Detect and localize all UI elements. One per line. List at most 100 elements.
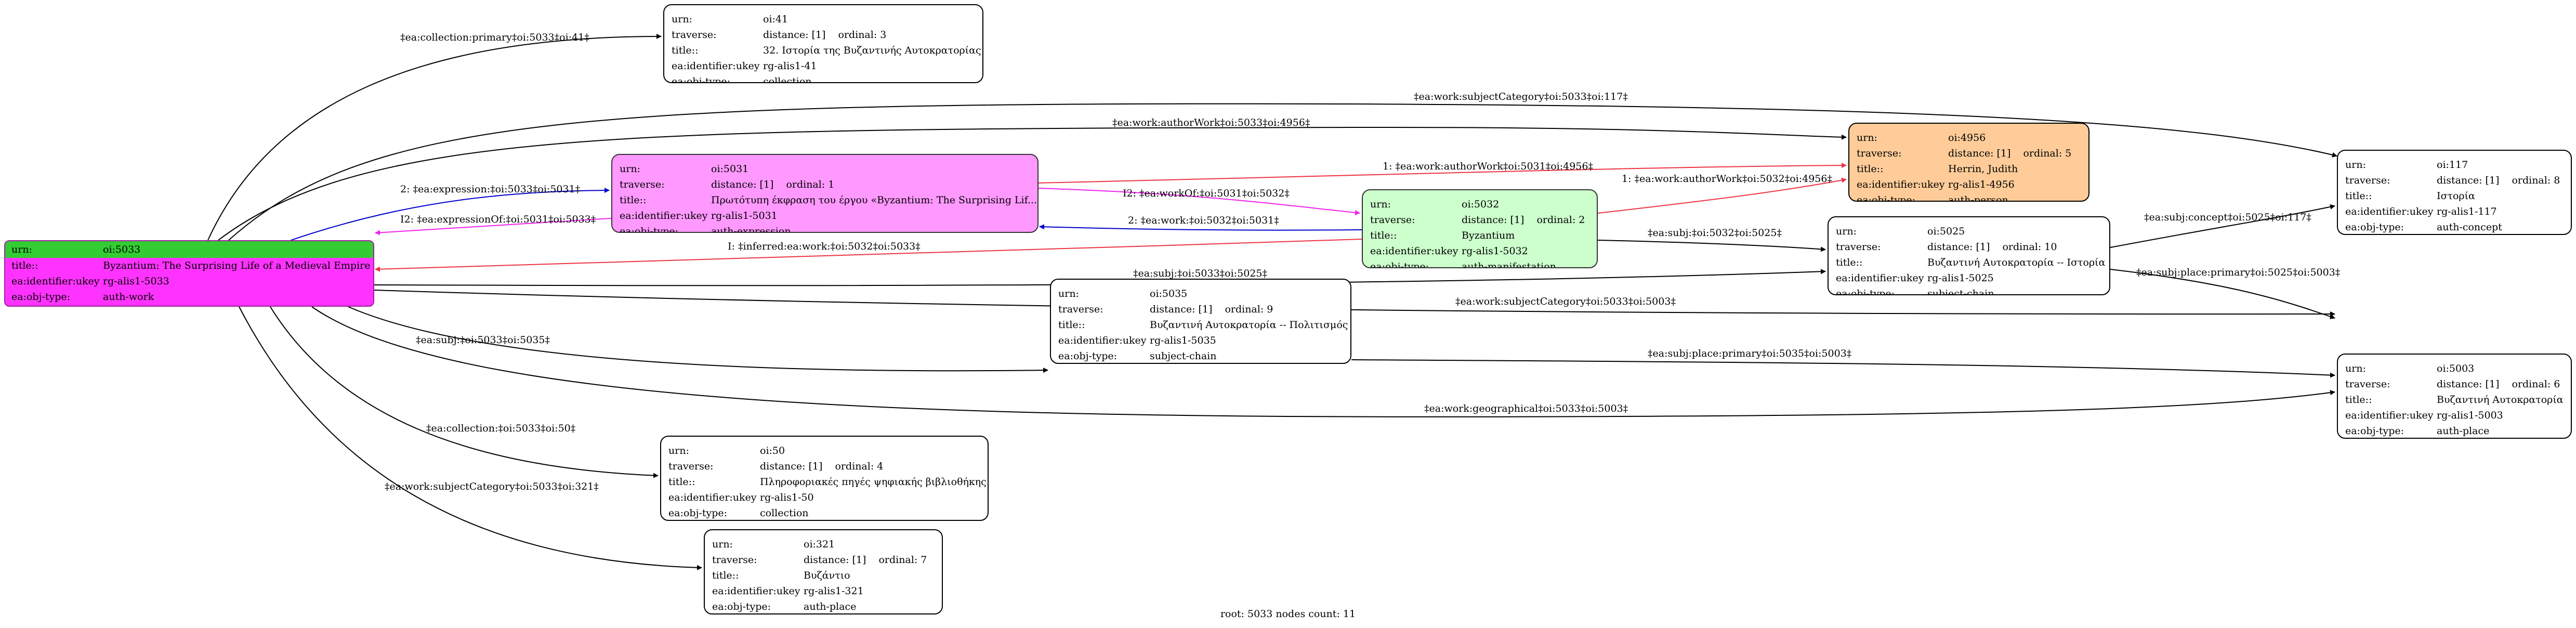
field-key-type: ea:obj-type: bbox=[1857, 194, 1916, 202]
node-row-title: title::Πρωτότυπη έκφραση του έργου «Byza… bbox=[620, 192, 1037, 208]
field-value-traverse: distance: [1]ordinal: 7 bbox=[804, 552, 927, 568]
field-key-type: ea:obj-type: bbox=[712, 601, 771, 612]
node-ukey: rg-alis1-321 bbox=[804, 585, 864, 597]
edge-label-e13: ‡ea:subj:concept‡oi:5025‡oi:117‡ bbox=[2144, 212, 2311, 223]
node-row-type: ea:obj-type: collection bbox=[672, 74, 975, 83]
node-ordinal: ordinal: 3 bbox=[838, 29, 887, 41]
field-value-ukey: rg-alis1-5031 bbox=[711, 208, 778, 224]
field-key-title: title:: bbox=[1857, 163, 1884, 175]
node-traverse: distance: [1] bbox=[2437, 175, 2500, 186]
node-traverse: distance: [1] bbox=[2437, 378, 2500, 390]
node-traverse: distance: [1] bbox=[760, 461, 823, 472]
field-value-ukey: rg-alis1-4956 bbox=[1948, 177, 2015, 192]
field-key-title: title:: bbox=[1370, 230, 1397, 241]
node-title: Byzantium bbox=[1462, 230, 1515, 241]
node-urn: oi:117 bbox=[2437, 159, 2468, 171]
field-value-ukey: rg-alis1-50 bbox=[760, 490, 814, 505]
node-urn: oi:5003 bbox=[2437, 363, 2475, 374]
field-value-type: collection bbox=[763, 74, 812, 82]
node-ukey: rg-alis1-5033 bbox=[103, 276, 169, 287]
edge-label-e10: I: ‡inferred:ea:work:‡oi:5032‡oi:5033‡ bbox=[728, 241, 921, 252]
field-key-ukey: ea:identifier:ukey bbox=[1857, 179, 1945, 190]
node-type: auth-place bbox=[804, 601, 857, 612]
node-type: subject-chain bbox=[1927, 288, 1994, 295]
field-key-urn: urn: bbox=[2345, 159, 2366, 171]
node-urn: oi:5035 bbox=[1150, 288, 1188, 299]
field-value-title: Byzantium: The Surprising Life of a Medi… bbox=[103, 258, 371, 273]
node-ukey: rg-alis1-5035 bbox=[1150, 335, 1216, 346]
field-key-urn: urn: bbox=[1058, 288, 1079, 299]
node-urn: oi:50 bbox=[760, 445, 785, 456]
node-row-title: title::Βυζαντινή Αυτοκρατορία -- Ιστορία bbox=[1836, 255, 2105, 270]
field-key-traverse: traverse: bbox=[1857, 148, 1902, 159]
field-key-traverse: traverse: bbox=[2345, 378, 2390, 390]
node-title: Βυζαντινή Αυτοκρατορία bbox=[2437, 394, 2564, 405]
node-traverse: distance: [1] bbox=[1150, 304, 1213, 315]
field-key-type: ea:obj-type: bbox=[11, 291, 71, 303]
node-title: 32. Ιστορία της Βυζαντινής Αυτοκρατορίας bbox=[763, 45, 981, 56]
node-urn: oi:5032 bbox=[1462, 199, 1500, 210]
edge-label-e1: ‡ea:collection:primary‡oi:5033‡oi:41‡ bbox=[400, 32, 589, 43]
edge-label-e15: ‡ea:work:subjectCategory‡oi:5033‡oi:5003… bbox=[1455, 296, 1676, 307]
node-row-type: ea:obj-type:subject-chain bbox=[1836, 286, 2102, 295]
edge-e16 bbox=[348, 306, 1048, 373]
node-urn: oi:5031 bbox=[711, 163, 749, 175]
field-value-type: auth-concept bbox=[2437, 219, 2502, 234]
node-row-traverse: traverse:distance: [1]ordinal: 6 bbox=[2345, 376, 2564, 392]
field-key-title: title:: bbox=[672, 45, 699, 56]
field-value-traverse: distance: [1]ordinal: 10 bbox=[1927, 239, 2057, 255]
field-key-urn: urn: bbox=[668, 445, 689, 456]
node-ordinal: ordinal: 1 bbox=[786, 179, 835, 190]
field-key-title: title:: bbox=[1836, 257, 1863, 268]
field-key-urn: urn: bbox=[620, 163, 640, 175]
field-key-ukey: ea:identifier:ukey bbox=[1370, 245, 1458, 257]
field-key-title: title:: bbox=[2345, 394, 2372, 405]
node-row-title: title::Βυζαντινή Αυτοκρατορία bbox=[2345, 392, 2564, 408]
field-value-ukey: rg-alis1-41 bbox=[763, 58, 817, 74]
field-value-traverse: distance: [1]ordinal: 4 bbox=[760, 459, 883, 474]
node-row-type: ea:obj-type:subject-chain bbox=[1058, 348, 1343, 363]
field-value-urn: oi:117 bbox=[2437, 157, 2468, 173]
node-row-type: ea:obj-type:collection bbox=[668, 505, 980, 520]
field-value-title: Byzantium bbox=[1462, 228, 1515, 243]
field-value-type: auth-work bbox=[103, 289, 154, 305]
node-urn: oi:5033 bbox=[103, 244, 141, 255]
field-key-urn: urn: bbox=[1836, 226, 1857, 237]
field-value-urn: oi:50 bbox=[760, 443, 785, 459]
node-row-title: title::Byzantium bbox=[1370, 228, 1589, 243]
field-value-type: auth-expression bbox=[711, 224, 791, 232]
field-value-title: Πρωτότυπη έκφραση του έργου «Byzantium: … bbox=[711, 192, 1037, 208]
node-row-type: ea:obj-type:auth-concept bbox=[2345, 219, 2564, 234]
edge-e10 bbox=[375, 239, 1362, 272]
edge-label-e2: ‡ea:work:subjectCategory‡oi:5033‡oi:117‡ bbox=[1414, 91, 1628, 102]
edge-e20 bbox=[239, 306, 702, 570]
field-value-ukey: rg-alis1-321 bbox=[804, 583, 864, 599]
node-ordinal: ordinal: 5 bbox=[2023, 148, 2072, 159]
field-key-type: ea:obj-type: bbox=[672, 76, 731, 83]
node-type: auth-work bbox=[103, 291, 154, 303]
edge-label-e3: ‡ea:work:authorWork‡oi:5033‡oi:4956‡ bbox=[1112, 117, 1310, 128]
field-value-urn: oi:321 bbox=[804, 537, 835, 552]
edge-e3 bbox=[218, 126, 1847, 241]
edge-e9 bbox=[1597, 177, 1847, 214]
field-value-traverse: distance: [1]ordinal: 3 bbox=[763, 27, 886, 43]
node-traverse: distance: [1] bbox=[1948, 148, 2011, 159]
edge-e15 bbox=[374, 290, 2335, 317]
field-value-urn: oi:5033 bbox=[103, 241, 140, 258]
edge-label-e18: ‡ea:work:geographical‡oi:5033‡oi:5003‡ bbox=[1424, 403, 1628, 414]
field-key-traverse: traverse: bbox=[620, 179, 665, 190]
node-type: auth-person bbox=[1948, 194, 2008, 202]
field-value-traverse: distance: [1] ordinal: 5 bbox=[1948, 146, 2071, 161]
